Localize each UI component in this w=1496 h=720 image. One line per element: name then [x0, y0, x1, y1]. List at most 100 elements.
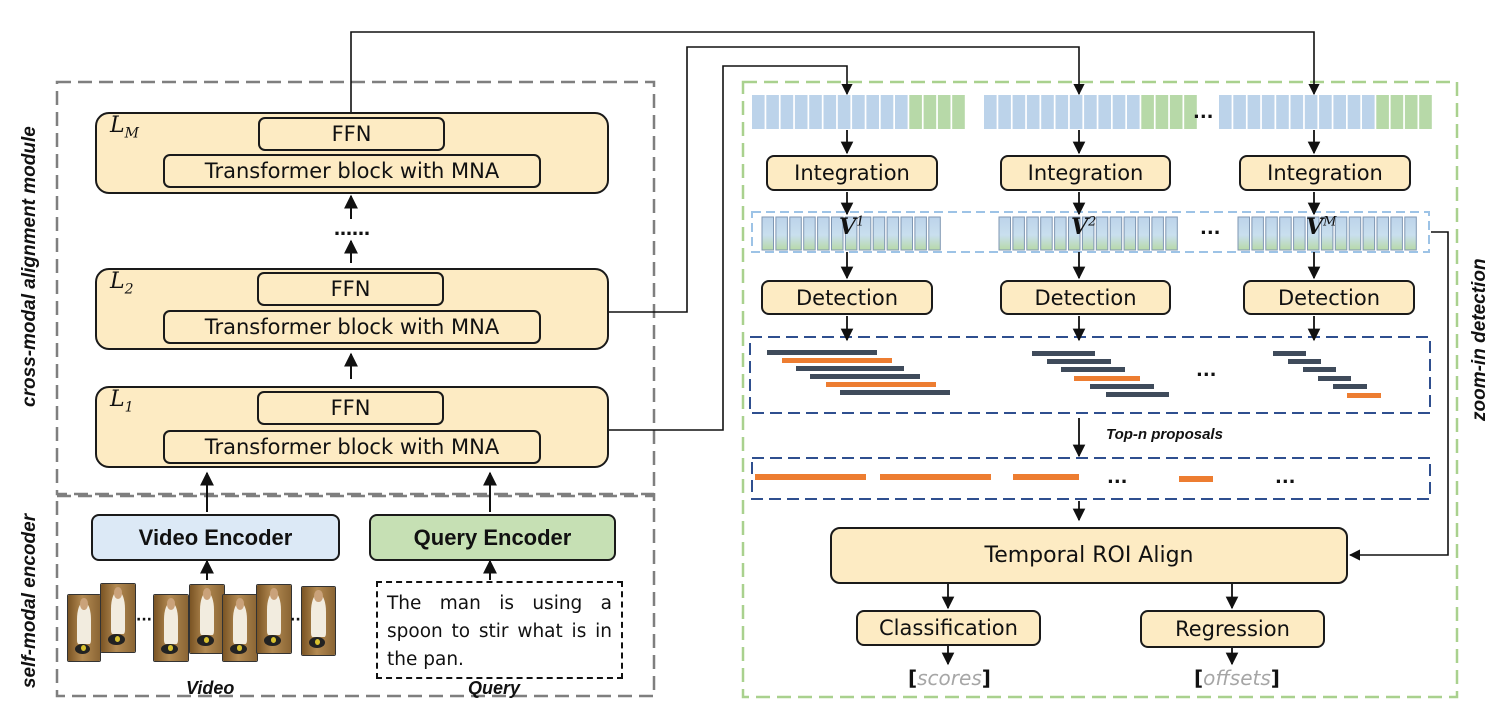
ffn-box-l2: FFN: [257, 272, 444, 306]
token-query: [937, 95, 951, 129]
token-video: [984, 95, 997, 129]
transformer-block-l1: Transformer block with MNA: [163, 430, 541, 464]
frame-dots: ···: [136, 612, 152, 628]
proposal-selected: [826, 382, 936, 387]
token-video: [1069, 95, 1083, 129]
vhat-label-2: V2: [1071, 214, 1097, 240]
token-video: [809, 95, 822, 129]
vhat-token: [1390, 216, 1403, 251]
vhat-token: [761, 216, 774, 251]
vhat-token: [1165, 216, 1178, 251]
zoom-in-frame: [741, 80, 1459, 699]
proposal: [840, 390, 950, 395]
proposal-selected: [1074, 376, 1140, 381]
video-frame: [100, 583, 136, 653]
layer-l2-tag: L2: [110, 269, 134, 298]
vhat-label-1: V1: [839, 214, 865, 240]
vhat-token: [998, 216, 1011, 251]
token-video: [1055, 95, 1069, 129]
vhat-token: [1362, 216, 1376, 251]
scores-output: [scores]: [908, 666, 991, 690]
query-text-box: The man is using a spoon to stir what is…: [376, 581, 623, 679]
proposal: [1106, 392, 1169, 397]
vhat-token: [1320, 216, 1334, 251]
proposal: [1047, 359, 1111, 364]
video-frame: [222, 594, 258, 662]
token-video: [766, 95, 779, 129]
top-n-ellipsis-1: ...: [1107, 467, 1128, 488]
offsets-output: [offsets]: [1194, 666, 1280, 690]
layer-gap-dots: ……: [334, 219, 370, 240]
vhat-token: [1404, 216, 1417, 251]
proposal: [796, 366, 904, 371]
vhat-token: [1251, 216, 1264, 251]
vhat-token: [1109, 216, 1123, 251]
token-query: [1419, 95, 1432, 129]
video-frame: [256, 584, 292, 654]
vhat-token: [872, 216, 886, 251]
token-video: [1347, 95, 1361, 129]
token-video: [998, 95, 1011, 129]
proposal-selected: [1347, 393, 1381, 398]
token-video: [837, 95, 851, 129]
vhat-token: [1054, 216, 1067, 251]
temporal-roi-align-box: Temporal ROI Align: [830, 527, 1348, 584]
token-query: [1376, 95, 1389, 129]
token-video: [752, 95, 765, 129]
vhat-token: [789, 216, 802, 251]
vhat-token: [1095, 216, 1109, 251]
transformer-block-l2: Transformer block with MNA: [163, 310, 541, 344]
video-frame: [153, 594, 189, 662]
proposal: [1288, 359, 1321, 364]
proposal: [1061, 367, 1125, 372]
vhat-row-frame: [751, 211, 1430, 253]
cross-modal-frame: [55, 80, 656, 496]
vhat-token: [928, 216, 941, 251]
regression-box: Regression: [1140, 610, 1325, 648]
token-query: [952, 95, 965, 129]
detection-box-m: Detection: [1243, 280, 1415, 315]
token-query: [1141, 95, 1154, 129]
vhat-token: [1237, 216, 1250, 251]
vhat-token: [1334, 216, 1348, 251]
token-video: [1362, 95, 1375, 129]
token-query: [1390, 95, 1404, 129]
vhat-token: [1081, 216, 1095, 251]
token-query: [1169, 95, 1183, 129]
vhat-token: [1307, 216, 1320, 251]
token-video: [823, 95, 837, 129]
token-query: [909, 95, 922, 129]
proposal: [1090, 384, 1154, 389]
proposal: [1273, 351, 1306, 356]
vhat-token: [1137, 216, 1150, 251]
token-video: [895, 95, 908, 129]
token-video: [1084, 95, 1097, 129]
cross-modal-label: cross-modal alignment module: [19, 126, 40, 407]
integration-box-m: Integration: [1239, 155, 1411, 191]
integration-box-1: Integration: [766, 155, 938, 191]
vhat-token: [775, 216, 788, 251]
token-query: [1155, 95, 1169, 129]
top-n-proposal: [880, 474, 991, 480]
vhat-token: [858, 216, 872, 251]
token-video: [852, 95, 865, 129]
vhat-token: [817, 216, 830, 251]
token-video: [1098, 95, 1111, 129]
vhat-token: [900, 216, 913, 251]
token-video: [866, 95, 879, 129]
proposal-selected: [782, 358, 892, 363]
token-query: [1184, 95, 1197, 129]
vhat-ellipsis: ...: [1200, 218, 1221, 239]
vhat-token: [1068, 216, 1081, 251]
token-video: [1041, 95, 1054, 129]
vhat-label-m: VM: [1306, 214, 1337, 240]
video-frame: [67, 594, 101, 662]
vhat-token: [1348, 216, 1362, 251]
ffn-box-lm: FFN: [258, 117, 445, 151]
ffn-box-l1: FFN: [257, 391, 444, 425]
token-video: [1233, 95, 1246, 129]
token-video: [880, 95, 894, 129]
proposal: [1303, 367, 1336, 372]
video-frame: [301, 586, 336, 656]
